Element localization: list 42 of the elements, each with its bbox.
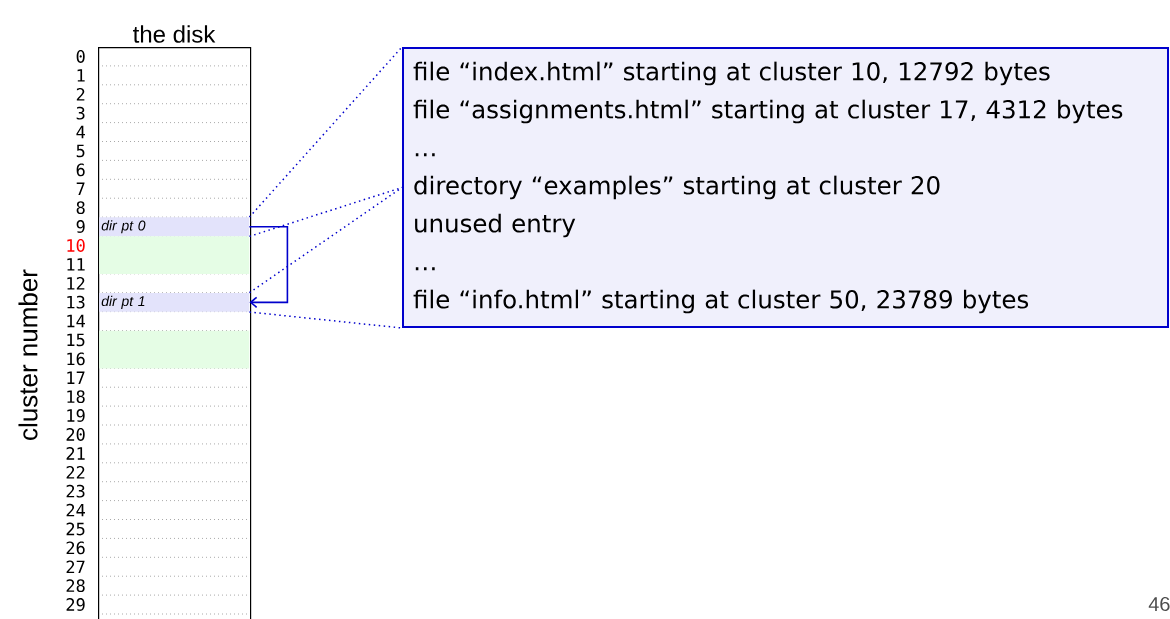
cluster-number: 7 xyxy=(76,182,85,195)
disk-column xyxy=(98,47,252,619)
cluster-number: 15 xyxy=(67,333,85,347)
heading: the disk xyxy=(133,25,216,43)
cluster-number: 25 xyxy=(66,522,85,536)
cluster-number: 16 xyxy=(67,352,85,366)
cluster-number: 1 xyxy=(77,69,85,82)
cluster-number: 28 xyxy=(66,579,85,593)
cluster-number: 24 xyxy=(66,503,85,517)
cluster-number: 5 xyxy=(76,144,85,158)
directory-cell: dir pt 0 xyxy=(99,217,250,237)
cluster-number: 12 xyxy=(67,276,85,290)
zoom-line xyxy=(248,46,403,218)
cluster-number: 26 xyxy=(66,541,85,555)
cluster-number: 18 xyxy=(67,390,85,404)
cluster-number: 22 xyxy=(66,465,85,479)
cluster-number: 6 xyxy=(76,163,85,177)
cluster-number: 2 xyxy=(76,87,85,101)
cluster-number: 23 xyxy=(66,484,85,498)
cluster-number: 9 xyxy=(76,220,85,233)
cluster-number: 10 xyxy=(67,239,85,252)
cluster-number: 21 xyxy=(66,447,85,460)
cluster-number: 8 xyxy=(76,201,85,215)
file-cluster-block xyxy=(99,330,250,369)
cluster-number: 0 xyxy=(76,50,85,63)
cluster-number: 14 xyxy=(67,314,85,328)
page-number: 46 xyxy=(1148,596,1170,612)
cluster-number: 13 xyxy=(67,295,85,309)
zoom-line xyxy=(248,311,403,329)
directory-entries-box: file “index.html” starting at cluster 10, 12792 bytes file “assignments.html” starting at cluster 17, 4312 bytes … directory “examples” starting at cluster 20 unused entry … file “info.html” starting at cluster 50, 23789 bytes xyxy=(402,47,1169,328)
cluster-number: 11 xyxy=(67,258,85,271)
cluster-number: 19 xyxy=(67,409,85,422)
axis-label: cluster number xyxy=(18,269,38,440)
cluster-number: 4 xyxy=(76,125,85,139)
arrow xyxy=(248,225,289,309)
cluster-number: 29 xyxy=(66,598,85,611)
cluster-number: 17 xyxy=(67,371,85,384)
directory-cell: dir pt 1 xyxy=(99,292,250,312)
cluster-number: 3 xyxy=(76,106,85,120)
cluster-number: 27 xyxy=(66,560,85,574)
cluster-number: 20 xyxy=(66,428,85,441)
file-cluster-block xyxy=(99,236,250,274)
